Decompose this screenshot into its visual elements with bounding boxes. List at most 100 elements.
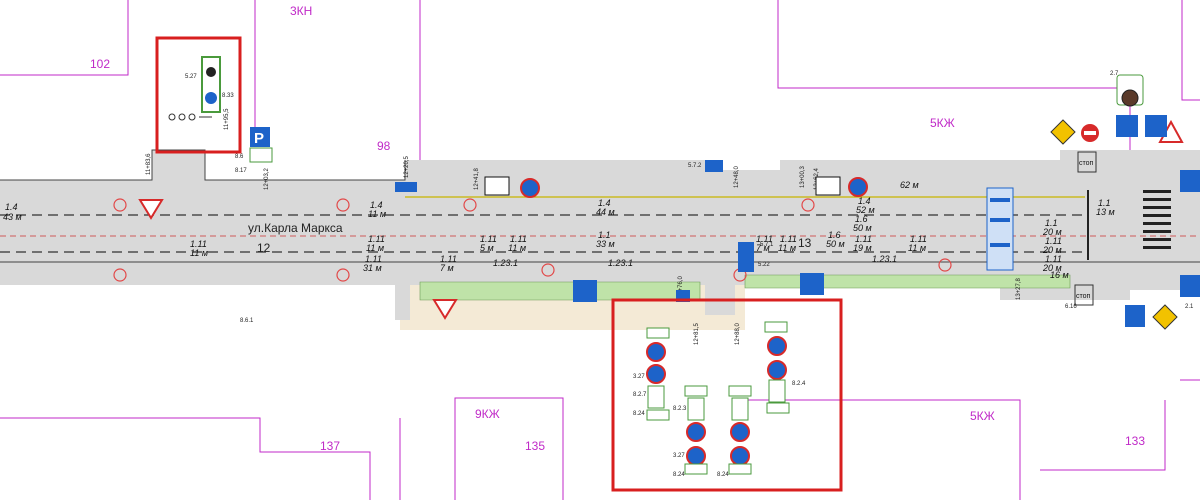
picket-label: 12+20,5 bbox=[404, 155, 410, 178]
picket-label: 12+81,5 bbox=[694, 322, 700, 345]
parking-sign-icon: P bbox=[250, 127, 270, 147]
stop-sign-label: стоп bbox=[1079, 160, 1094, 167]
street-name: ул.Карла Маркса bbox=[248, 221, 343, 235]
marking-label: 5 м bbox=[480, 243, 494, 253]
lane-arrows bbox=[986, 187, 1014, 271]
marking-label: 62 м bbox=[900, 180, 919, 190]
marking-label: 1.11 bbox=[440, 254, 457, 264]
parcel-label-137: 137 bbox=[320, 439, 340, 453]
green-strip-right bbox=[744, 274, 1071, 289]
marking-label: 7 м bbox=[440, 263, 454, 273]
picket-label: 12+03,2 bbox=[264, 167, 270, 190]
sign-code: 6.16 bbox=[1065, 304, 1077, 310]
marking-label: 7 м bbox=[756, 243, 770, 253]
parcel-label-135: 135 bbox=[525, 439, 545, 453]
marking-label: 1.23.1 bbox=[493, 258, 518, 268]
parcel-label-9kzh: 9КЖ bbox=[475, 407, 500, 421]
no-stopping-sign-group bbox=[646, 321, 790, 475]
marking-label: 1.11 bbox=[480, 234, 497, 244]
picket-label: 12+88,0 bbox=[735, 322, 741, 345]
sign-code: 8.17 bbox=[235, 168, 247, 174]
sign-code: 8.24 bbox=[673, 472, 685, 478]
sign-code: 5.27 bbox=[185, 74, 197, 80]
parcel-label-3kn: 3КН bbox=[290, 4, 312, 18]
marking-label: 43 м bbox=[3, 212, 22, 222]
crosswalk bbox=[1143, 190, 1171, 249]
picket-label: 11+95,5 bbox=[224, 108, 230, 130]
marking-label: 1.11 bbox=[910, 234, 927, 244]
marking-label: 11 м bbox=[190, 248, 208, 258]
sign-code: 3.27 bbox=[673, 453, 685, 459]
marking-label: 20 м bbox=[1042, 245, 1062, 255]
marking-label: 20 м bbox=[1042, 263, 1062, 273]
marking-label: 52 м bbox=[856, 205, 875, 215]
marking-label: 1.1 bbox=[598, 230, 611, 240]
marking-label: 11 м bbox=[778, 243, 796, 253]
marking-label: 1.6 bbox=[855, 214, 868, 224]
marking-label: 20 м bbox=[1042, 227, 1062, 237]
parcel-label-102: 102 bbox=[90, 57, 110, 71]
marking-label: 1.23.1 bbox=[872, 254, 897, 264]
picket-label: 13+27,8 bbox=[1016, 277, 1022, 300]
marking-label: 31 м bbox=[363, 263, 382, 273]
sign-code: 8.6 bbox=[235, 154, 244, 160]
marking-label: 1.11 bbox=[368, 234, 385, 244]
stop-sign-label: стоп bbox=[1076, 293, 1091, 300]
no-parking-sign-icon bbox=[520, 124, 1099, 198]
sign-code: 2.7 bbox=[1110, 71, 1119, 77]
sign-code: 5.7.1 bbox=[760, 242, 774, 248]
parcel-label-98: 98 bbox=[377, 139, 391, 153]
marking-label: 1.23.1 bbox=[608, 258, 633, 268]
highlight-box-bottom bbox=[611, 298, 843, 492]
picket-label: 13+00,3 bbox=[800, 165, 806, 188]
picket-label: 12+41,8 bbox=[474, 167, 480, 190]
picket-label: 12+76,0 bbox=[678, 275, 684, 298]
bus-plate-icon bbox=[249, 147, 273, 163]
marking-label: 1.11 bbox=[190, 239, 207, 249]
marking-label: 11 м bbox=[366, 243, 384, 253]
marking-label: 11 м bbox=[508, 243, 526, 253]
marking-label: 1.4 bbox=[370, 200, 383, 210]
marking-label: 1.4 bbox=[598, 198, 611, 208]
crossing-sign-icon bbox=[573, 115, 1200, 327]
marking-label: 19 м bbox=[853, 243, 872, 253]
sign-code: 8.24 bbox=[633, 411, 645, 417]
sign-code: 5.22 bbox=[758, 262, 770, 268]
marking-label: 1.11 bbox=[365, 254, 382, 264]
parcel-label-5kzh-bottom: 5КЖ bbox=[970, 409, 995, 423]
parcel-label-13: 13 bbox=[798, 236, 812, 250]
marking-label: 1.6 bbox=[828, 230, 841, 240]
marking-label: 1.1 bbox=[1045, 218, 1058, 228]
sign-code: 5.7.2 bbox=[688, 163, 702, 169]
sign-code: 8.33 bbox=[222, 93, 234, 99]
marking-label: 1.4 bbox=[5, 202, 18, 212]
marking-label: 44 м bbox=[596, 207, 615, 217]
sign-code: 2.1 bbox=[1185, 304, 1194, 310]
highlight-box-top-left bbox=[155, 36, 242, 154]
sign-code: 3.27 bbox=[633, 374, 645, 380]
marking-label: 11 м bbox=[908, 243, 926, 253]
marking-label: 33 м bbox=[596, 239, 615, 249]
sign-code: 8.6.1 bbox=[240, 318, 254, 324]
sign-code: 8.2.7 bbox=[633, 392, 647, 398]
direction-plate-icon bbox=[395, 160, 841, 196]
sign-code: 8.2.4 bbox=[792, 381, 806, 387]
traffic-light-icon bbox=[1116, 74, 1144, 107]
sign-code: 8.2.3 bbox=[673, 406, 687, 412]
marking-label: 1.11 bbox=[1045, 254, 1062, 264]
parcel-label-133: 133 bbox=[1125, 434, 1145, 448]
picket-label: 11+83,6 bbox=[146, 153, 152, 175]
marking-label: 50 м bbox=[826, 239, 845, 249]
svg-text:P: P bbox=[254, 130, 264, 147]
sign-code: 8.24 bbox=[717, 472, 729, 478]
marking-label: 1.11 bbox=[510, 234, 527, 244]
marking-label: 1.11 bbox=[780, 234, 797, 244]
marking-label: 1.11 bbox=[855, 234, 872, 244]
marking-label: 50 м bbox=[853, 223, 872, 233]
green-strip-left bbox=[419, 281, 701, 301]
signal-post bbox=[168, 56, 221, 121]
parcel-label-5kzh-top: 5КЖ bbox=[930, 116, 955, 130]
marking-label: 1.11 bbox=[1045, 236, 1062, 246]
priority-road-sign-icon bbox=[1050, 119, 1178, 330]
